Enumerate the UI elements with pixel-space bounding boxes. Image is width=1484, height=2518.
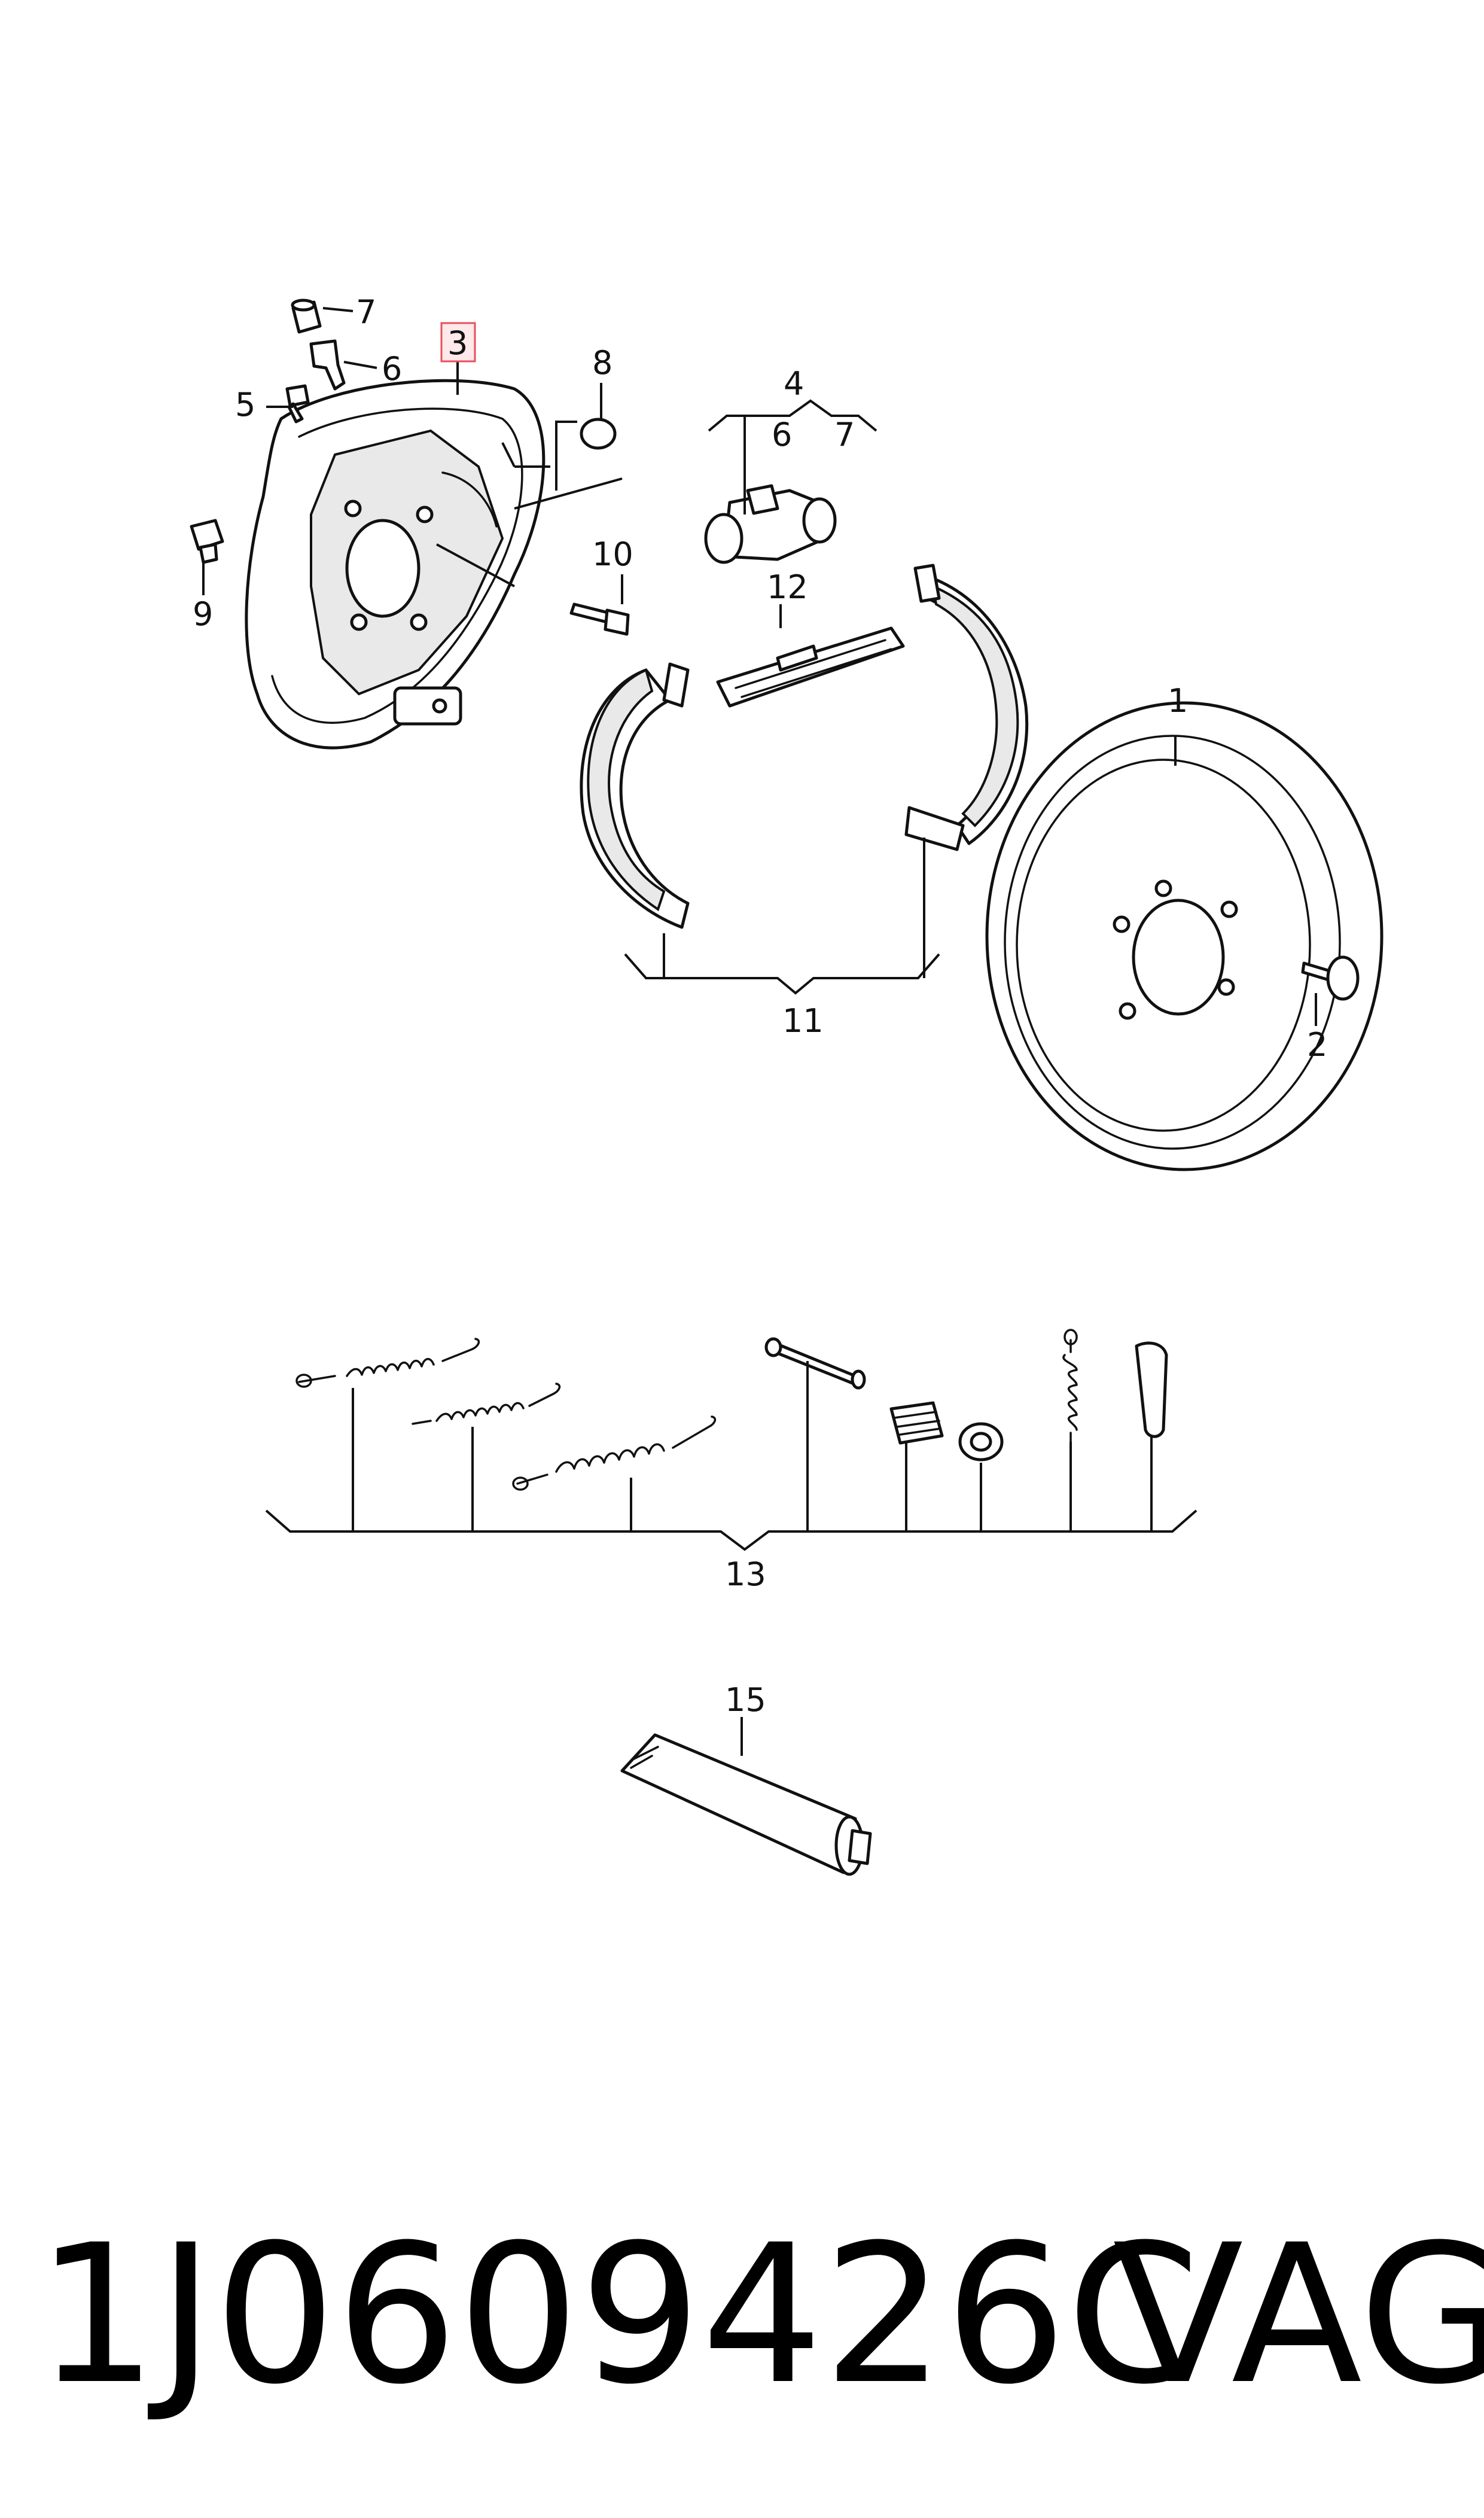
grease-tube: [620, 1733, 872, 1876]
callout-15: 15: [725, 1681, 766, 1719]
leader-lines-top: [202, 307, 1317, 1026]
return-spring-1: [295, 1338, 480, 1388]
callout-6-right: 6: [772, 416, 792, 453]
brake-shoe-left: [580, 662, 690, 929]
drum-screw: [1301, 955, 1360, 1001]
callout-3: 3: [447, 324, 468, 362]
coil-spring-vertical: [1062, 1329, 1078, 1443]
callout-10: 10: [592, 535, 633, 573]
brand-name: VAG: [1113, 2204, 1484, 2426]
callout-2: 2: [1307, 1026, 1327, 1064]
hold-down-spring: [889, 1401, 944, 1445]
hold-down-pin: [764, 1337, 866, 1390]
part-number: 1J0609426C: [36, 2204, 1200, 2426]
adjuster-strut: [716, 626, 905, 708]
callout-7-top: 7: [356, 293, 376, 331]
callout-9: 9: [193, 595, 213, 633]
brake-shoe-right: [904, 564, 1029, 851]
backing-plate: [245, 379, 546, 750]
callout-labels: 7 3 8 6 4 5 6 7 10 12 9 1 11 2 13 15: [193, 293, 1327, 1719]
hardware-kit: [265, 1329, 1197, 1551]
callout-3-highlight-box: [440, 322, 476, 363]
brake-drum: [985, 701, 1384, 1171]
callout-5: 5: [235, 386, 255, 424]
return-spring-3: [512, 1415, 717, 1491]
callout-7-right: 7: [834, 416, 855, 453]
callout-11: 11: [782, 1002, 824, 1040]
bolt: [569, 602, 630, 636]
callout-12: 12: [767, 568, 808, 606]
return-spring-2: [412, 1383, 561, 1425]
callout-13: 13: [725, 1555, 766, 1593]
bleed-screw-cap: [291, 299, 322, 334]
callout-8: 8: [592, 344, 613, 382]
callout-4: 4: [784, 365, 804, 403]
mounting-bushing: [190, 519, 224, 564]
bleed-valve: [309, 339, 346, 391]
callout-1: 1: [1168, 682, 1188, 720]
callout-6-left: 6: [382, 350, 402, 388]
adjuster-lever: [1135, 1341, 1168, 1438]
spring-cup: [958, 1422, 1004, 1462]
wheel-cylinder: [704, 484, 837, 564]
rubber-plug: [580, 418, 617, 450]
